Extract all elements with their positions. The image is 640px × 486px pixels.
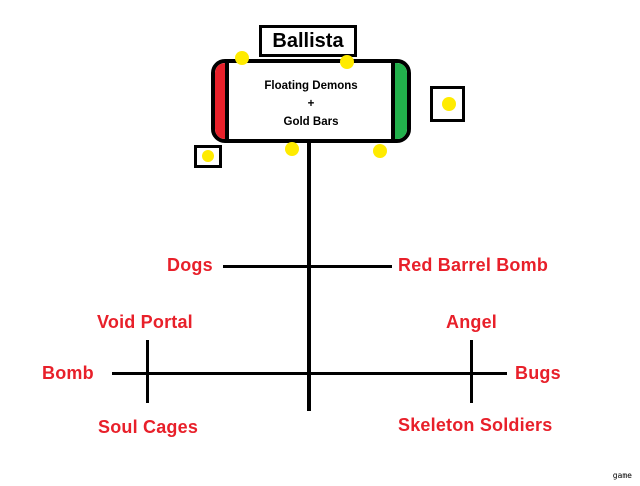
label-skeleton-soldiers: Skeleton Soldiers [398,415,553,435]
label-dogs: Dogs [167,255,213,275]
yellow-dot-bottom-center [285,142,299,156]
label-soul-cages: Soul Cages [98,417,199,437]
red-band [215,63,229,139]
label-bomb: Bomb [42,363,94,383]
title-box: Ballista [259,25,357,57]
small-box-right [430,86,465,122]
label-bugs: Bugs [515,363,561,383]
center-line-1: Floating Demons [264,80,358,92]
upper-branch-line [223,265,392,268]
yellow-dot-top-right [340,55,354,69]
main-spine [307,141,311,411]
yellow-dot-in-box-left [202,150,214,162]
diagram-title: Ballista [272,29,344,52]
lower-right-tick [470,340,473,403]
lower-left-tick [146,340,149,403]
small-box-left [194,145,222,168]
green-band [391,63,407,139]
yellow-dot-in-box-right [442,97,456,111]
yellow-dot-top-left [235,51,249,65]
lower-branch-line [112,372,507,375]
watermark: game [612,471,632,480]
center-node-text: Floating Demons + Gold Bars [233,77,389,131]
center-line-3: Gold Bars [283,116,339,128]
label-angel: Angel [446,312,498,332]
yellow-dot-bottom-right [373,144,387,158]
label-void-portal: Void Portal [97,312,193,332]
center-node: Floating Demons + Gold Bars [211,59,411,143]
label-red-barrel-bomb: Red Barrel Bomb [398,255,549,275]
center-line-2: + [307,98,315,110]
